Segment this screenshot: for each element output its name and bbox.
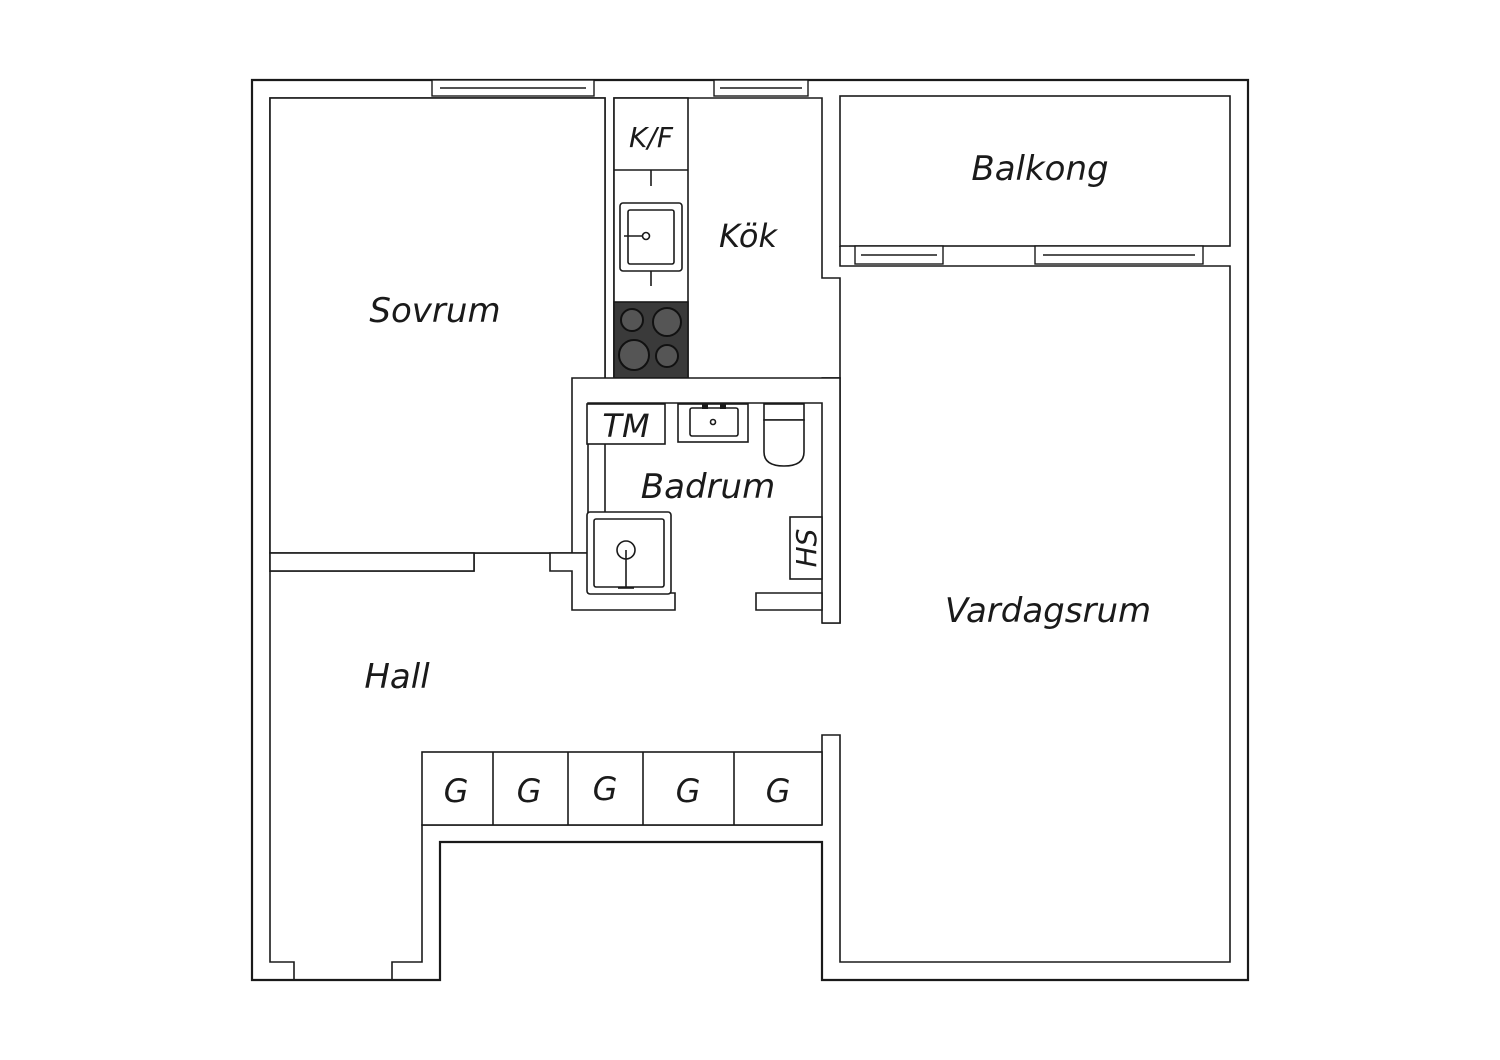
label-washer: TM (602, 407, 649, 445)
label-bathroom: Badrum (641, 467, 775, 507)
bathroom (549, 377, 841, 624)
cabinet-box (789, 516, 823, 580)
label-fridge-freezer: K/F (629, 121, 674, 154)
wardrobe-label: G (676, 772, 701, 810)
label-cabinet: HS (790, 529, 823, 568)
wardrobe-label: G (593, 770, 618, 808)
wardrobe-row (421, 751, 823, 826)
label-balcony: Balkong (971, 149, 1108, 189)
bedroom (269, 97, 606, 572)
stove-icon (613, 301, 689, 379)
label-living-room: Vardagsrum (945, 591, 1151, 631)
washer-box (586, 403, 666, 445)
wardrobe-label: G (444, 772, 469, 810)
label-bedroom: Sovrum (369, 291, 500, 331)
windows (431, 79, 1204, 265)
bathroom-sink-icon (677, 403, 749, 443)
wardrobe-label: G (766, 772, 791, 810)
shower-icon (586, 511, 672, 595)
kitchen (613, 97, 841, 389)
label-hall: Hall (364, 657, 430, 697)
balcony (839, 95, 1231, 247)
label-kitchen: Kök (719, 217, 778, 255)
wardrobe-label: G (517, 772, 542, 810)
toilet-icon (763, 403, 805, 467)
